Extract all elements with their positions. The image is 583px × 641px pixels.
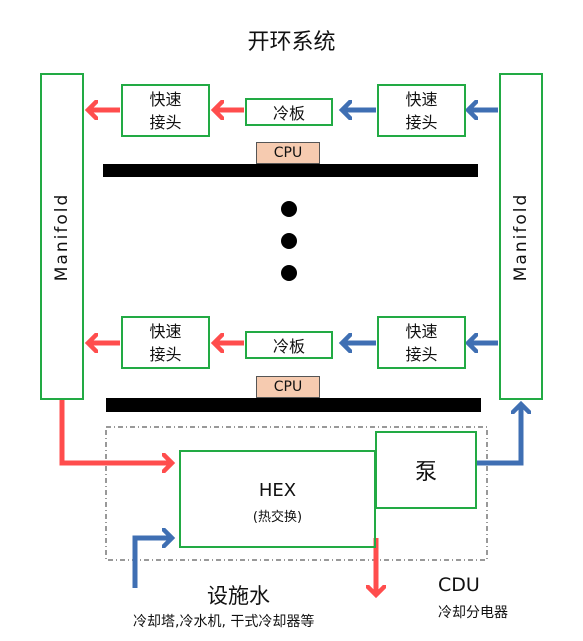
cold-plate-top: 冷板 [245,98,333,126]
cpu-top: CPU [256,142,320,164]
cold-line-to-manifold [476,404,521,466]
manifold-left: Manifold [40,73,84,400]
cold-plate-label: 冷板 [272,104,305,123]
facility-water-sublabel: 冷却塔,冷水机, 干式冷却器等 [133,614,315,630]
server-board-top [103,164,478,177]
ellipsis-dot-3 [281,265,297,281]
quick-connect-bottom-right: 快速 接头 [377,316,466,369]
quick-connect-top-left: 快速 接头 [121,84,210,137]
pump-box: 泵 [375,431,477,509]
manifold-right: Manifold [499,73,543,400]
cold-plate-label: 冷板 [272,337,305,356]
ellipsis-dot-1 [281,201,297,217]
quick-connect-top-right: 快速 接头 [377,84,466,137]
cdu-sublabel: 冷却分电器 [438,605,508,621]
cpu-bottom: CPU [256,376,320,398]
ellipsis-dot-2 [281,233,297,249]
facility-water-label: 设施水 [207,584,270,608]
quick-connect-bottom-left: 快速 接头 [121,316,210,369]
quick-connect-label: 快速 接头 [405,321,438,364]
hot-line-to-hex [59,400,172,463]
cdu-boundary [105,426,488,561]
quick-connect-label: 快速 接头 [149,321,182,364]
quick-connect-label: 快速 接头 [149,89,182,132]
pump-label: 泵 [414,460,437,485]
cold-plate-bottom: 冷板 [245,331,333,359]
cdu-label: CDU [438,574,480,596]
manifold-right-label: Manifold [511,192,532,281]
quick-connect-label: 快速 接头 [405,89,438,132]
hex-sublabel: (热交换) [252,510,303,525]
hex-label: HEX [258,480,297,501]
facility-water-in [132,538,172,588]
manifold-left-label: Manifold [52,192,73,281]
server-board-bottom [106,398,481,412]
diagram-title: 开环系统 [247,30,336,55]
